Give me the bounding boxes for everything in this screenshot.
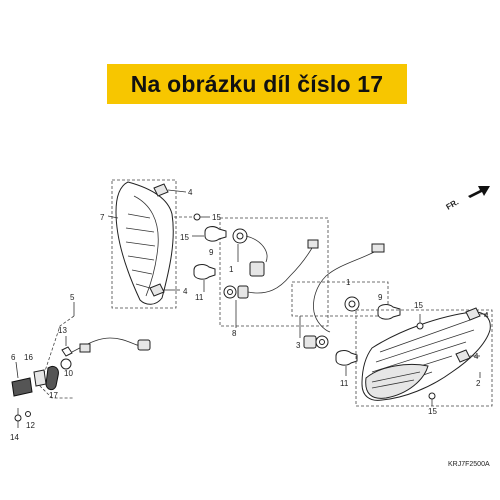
bulb-11-center[interactable] <box>335 350 358 366</box>
callout-9-b: 9 <box>378 293 383 302</box>
callout-4-b: 4 <box>183 287 188 296</box>
left-clip-upper[interactable] <box>153 183 169 197</box>
left-lens-frame <box>111 179 177 309</box>
right-clip-lower[interactable] <box>455 349 471 363</box>
right-clip-upper[interactable] <box>465 307 481 321</box>
callout-8: 8 <box>232 329 237 338</box>
center-harness-group: 1 3 9 11 <box>291 243 401 388</box>
connector-left[interactable] <box>249 261 265 277</box>
part-17-side-marker-base[interactable] <box>45 365 59 391</box>
right-lamp-group: 15 4 4 15 2 <box>355 301 493 416</box>
front-arrow-icon <box>468 186 490 198</box>
callout-12: 12 <box>26 421 35 430</box>
plug-center-harness[interactable] <box>371 243 385 253</box>
right-lamp-lens[interactable] <box>365 364 429 399</box>
banner: Na obrázku díl číslo 17 <box>107 64 407 104</box>
callout-4-a: 4 <box>188 188 193 197</box>
diagram-code: KRJ7F2500A <box>448 461 490 468</box>
side-marker-connector[interactable] <box>137 339 151 351</box>
callout-16: 16 <box>24 353 33 362</box>
callout-15-d: 15 <box>428 407 437 416</box>
side-marker-plug[interactable] <box>79 343 91 353</box>
left-clip-lower[interactable] <box>149 283 165 297</box>
callout-15-c: 15 <box>414 301 423 310</box>
socket-body-lower-left[interactable] <box>237 285 249 299</box>
left-lens-group: 7 4 4 15 <box>100 179 221 309</box>
callout-10: 10 <box>64 369 73 378</box>
callout-4-c: 4 <box>484 311 489 320</box>
side-marker-housing-16[interactable] <box>33 369 47 387</box>
center-harness-frame <box>291 281 389 317</box>
left-harness-group: 15 9 11 1 8 <box>180 217 329 338</box>
callout-7: 7 <box>100 213 105 222</box>
callout-6: 6 <box>11 353 16 362</box>
callout-1-a: 1 <box>229 265 234 274</box>
callout-9-a: 9 <box>209 248 214 257</box>
socket-10[interactable] <box>60 358 72 370</box>
callout-1-b: 1 <box>346 278 351 287</box>
callout-4-d: 4 <box>474 352 479 361</box>
side-marker-group: 5 13 10 6 16 17 14 <box>10 293 151 442</box>
callout-3: 3 <box>296 341 301 350</box>
callout-11-a: 11 <box>195 293 204 302</box>
bulb-13[interactable] <box>61 346 73 357</box>
callout-15-a: 15 <box>212 213 221 222</box>
socket-body-lower-center[interactable] <box>303 335 317 349</box>
washer-12[interactable] <box>25 411 31 417</box>
right-lamp-frame <box>355 309 493 407</box>
callout-14: 14 <box>10 433 19 442</box>
screw-15-lower-right[interactable] <box>428 392 436 400</box>
left-harness-frame <box>219 217 329 327</box>
banner-title: Na obrázku díl číslo 17 <box>130 70 384 97</box>
screw-15-upper-right[interactable] <box>416 322 424 330</box>
screw-15-upper-left[interactable] <box>193 213 201 221</box>
callout-11-b: 11 <box>340 379 349 388</box>
bulb-9-right[interactable] <box>377 304 401 320</box>
screw-14[interactable] <box>14 414 22 422</box>
plug-left-harness[interactable] <box>307 239 319 249</box>
side-marker-lens-6[interactable] <box>11 377 33 397</box>
bulb-11-left[interactable] <box>193 264 216 280</box>
left-lens[interactable] <box>115 181 174 305</box>
callout-13: 13 <box>58 326 67 335</box>
callout-15-b: 15 <box>180 233 189 242</box>
callout-5: 5 <box>70 293 75 302</box>
callout-2: 2 <box>476 379 481 388</box>
direction-label: FR. <box>445 197 461 211</box>
direction-marker: FR. <box>445 186 490 212</box>
bulb-9-upper[interactable] <box>204 226 227 242</box>
callout-17: 17 <box>49 391 58 400</box>
